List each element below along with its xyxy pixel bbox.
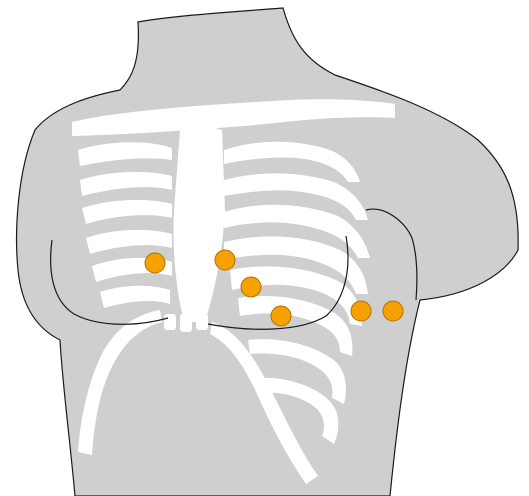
xiphoid-process [180,314,192,332]
electrode-v2[interactable] [215,250,235,270]
electrode-v5[interactable] [351,301,371,321]
xiphoid-process [164,314,176,330]
electrode-v1[interactable] [145,253,165,273]
xiphoid-process [196,314,208,330]
electrode-v6[interactable] [383,301,403,321]
electrode-v3[interactable] [241,277,261,297]
electrode-v4[interactable] [271,306,291,326]
